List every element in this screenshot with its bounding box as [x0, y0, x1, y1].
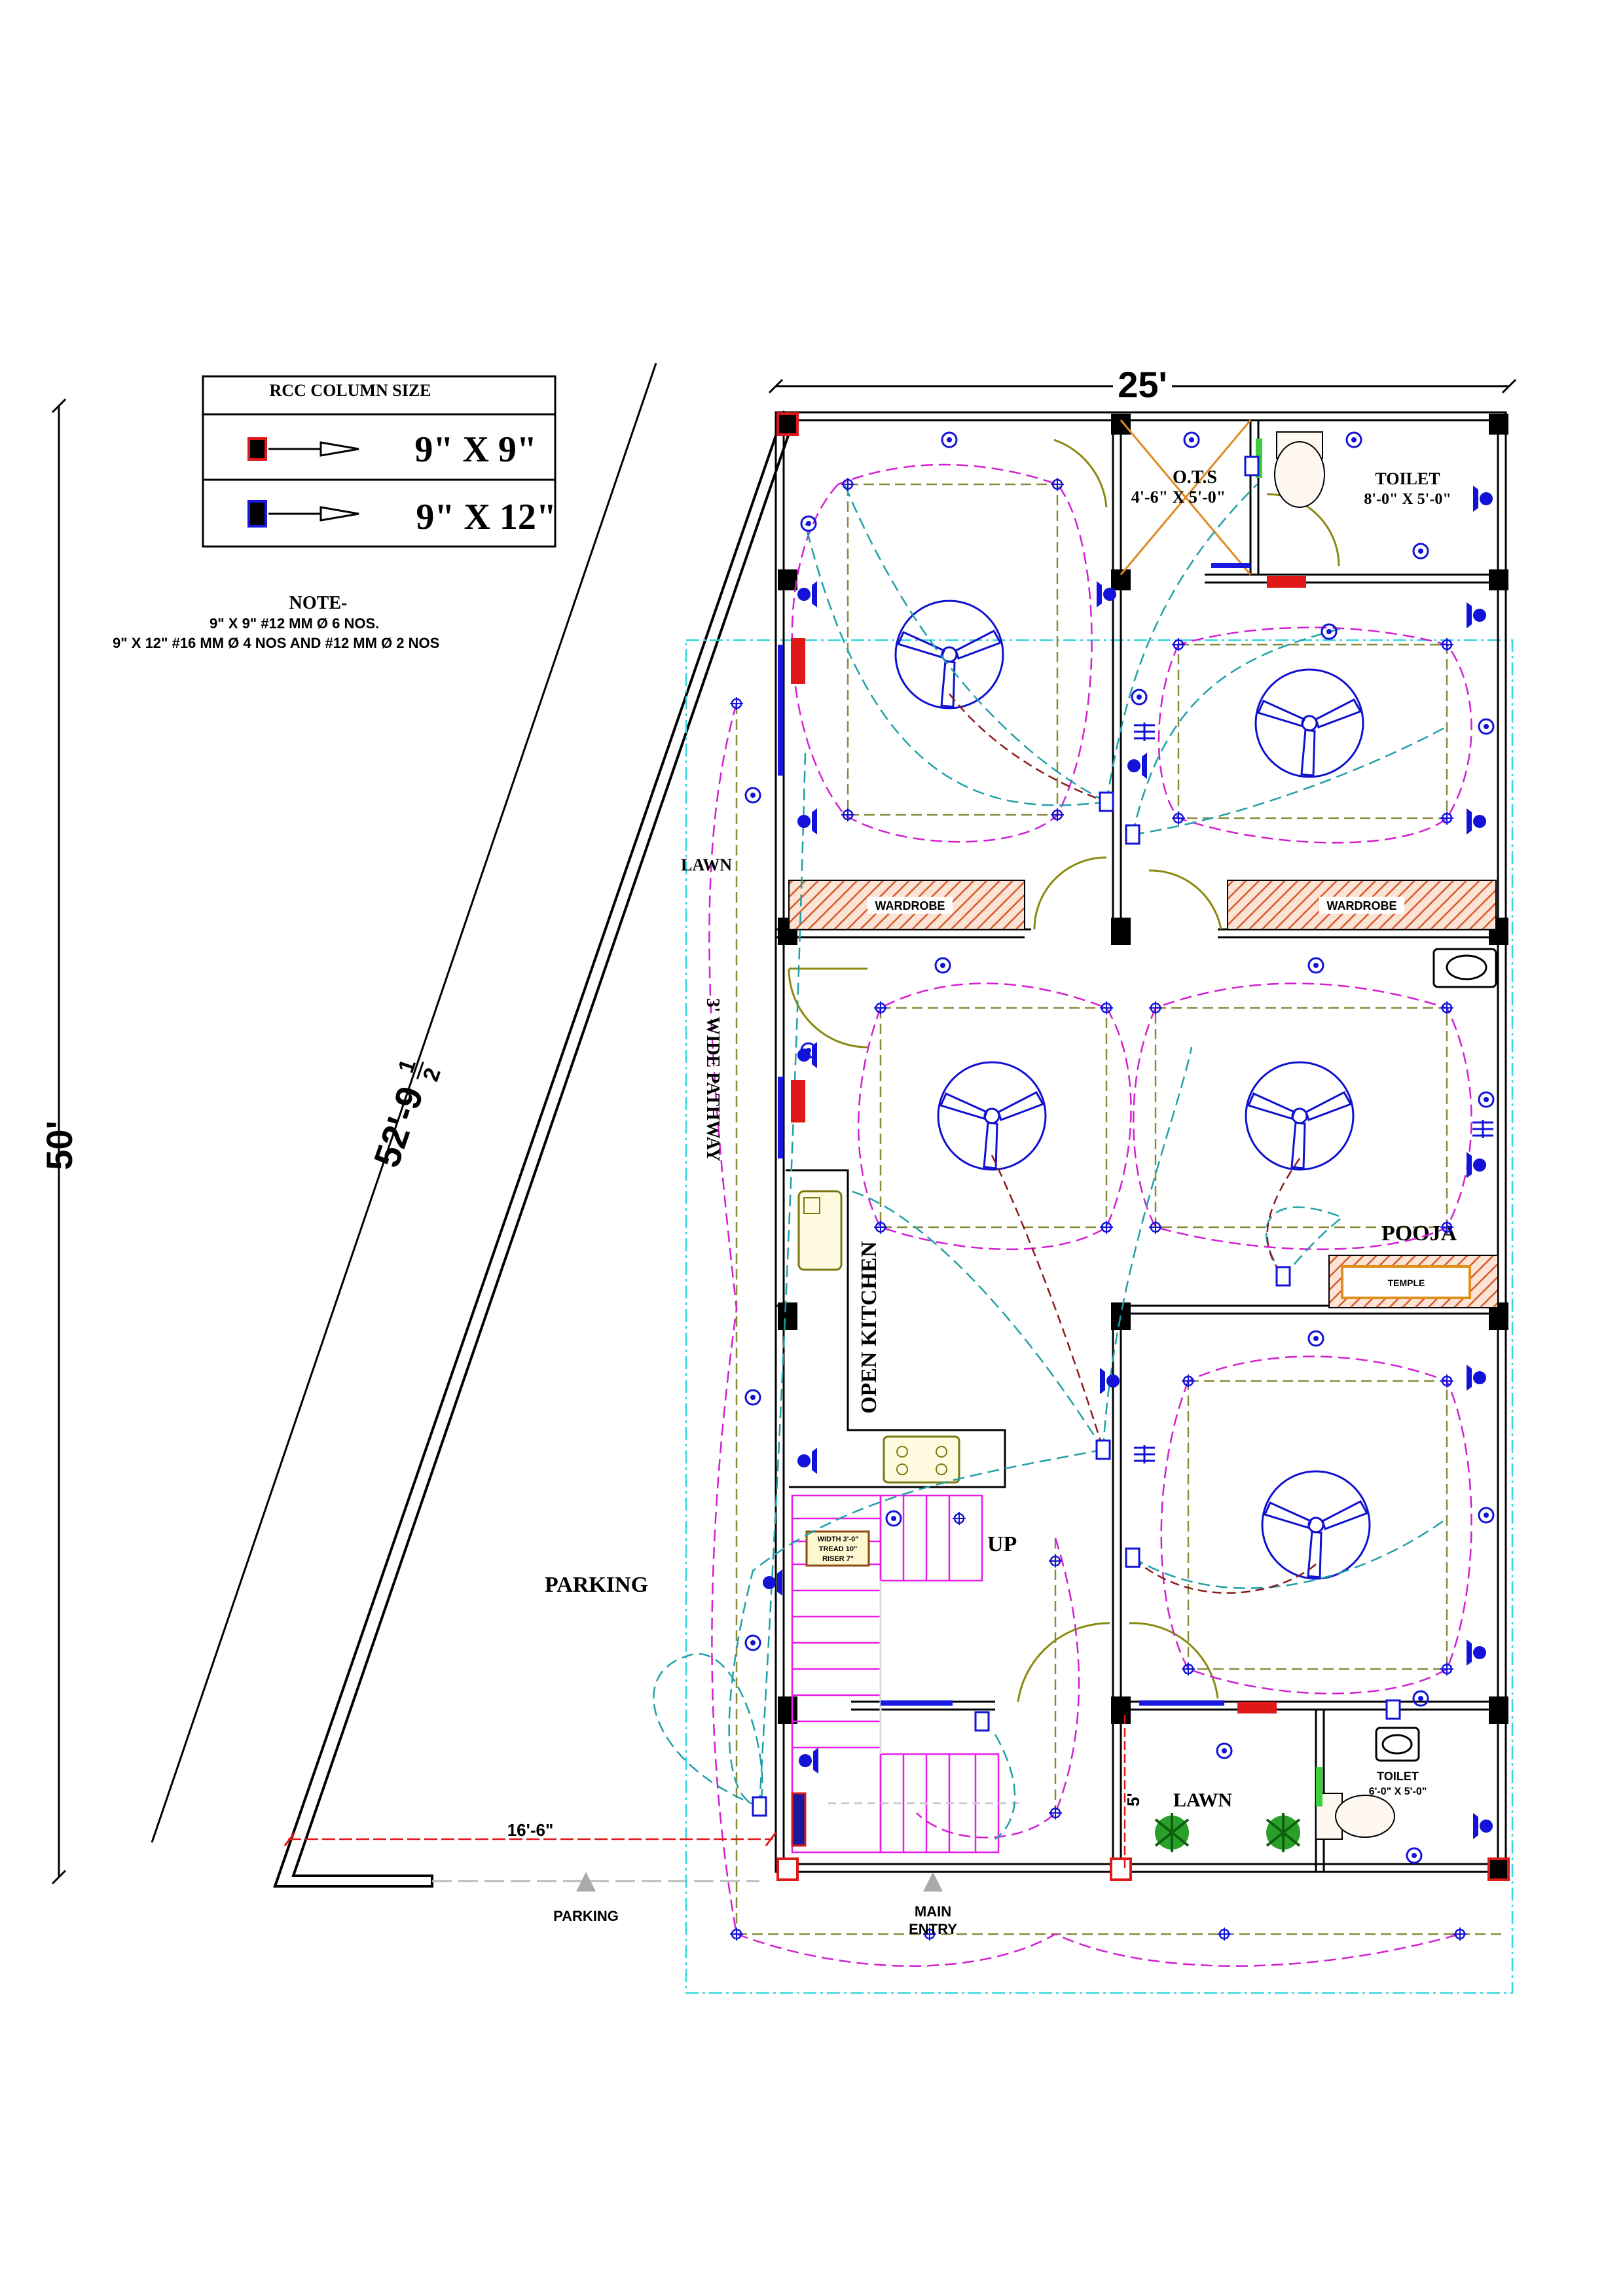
dim-diagonal-frac-den: 2 [418, 1065, 446, 1085]
ceiling-fan-icon [894, 600, 1004, 709]
dimension-50ft: 50' [39, 398, 80, 1885]
note-title: NOTE- [289, 593, 348, 613]
power-sockets [1133, 721, 1495, 1465]
arrow-up-icon [923, 1872, 943, 1892]
column-swatch-9x12 [247, 500, 267, 528]
wardrobe-right: WARDROBE [1227, 880, 1497, 930]
main-entry-label-2: ENTRY [909, 1921, 957, 1937]
pathway-label: 3' WIDE PATHWAY [702, 998, 723, 1161]
open-kitchen-label: OPEN KITCHEN [857, 1241, 881, 1414]
ots-shaft: O.T.S 4'-6" X 5'-0" [1120, 420, 1252, 575]
site-boundary [685, 639, 1514, 1994]
parking-entry-marker: PARKING [553, 1872, 619, 1924]
toilet-2: TOILET 6'-0" X 5'-0" [1315, 1767, 1427, 1840]
wardrobe-right-label: WARDROBE [1327, 899, 1397, 912]
ots-label: O.T.S [1173, 467, 1217, 488]
pooja-label: POOJA [1381, 1221, 1457, 1246]
wardrobe-left: WARDROBE [788, 880, 1025, 930]
setback-label: 16'-6" [507, 1820, 554, 1840]
wall-lights [763, 486, 1493, 1839]
stair-note-tread: TREAD 10" [819, 1545, 857, 1553]
ceiling-fan-icon [1254, 668, 1364, 778]
wash-basin [1375, 948, 1497, 1762]
front-gap-dimension: 5' [1123, 1715, 1143, 1869]
switchboard-icon [1385, 1699, 1401, 1720]
note-line-1: 9" X 9" #12 MM Ø 6 NOS. [210, 615, 379, 632]
ceiling-fan-icon [1261, 1470, 1371, 1580]
lawn-side-label: LAWN [681, 855, 732, 874]
ac-unit-icon [778, 563, 1306, 1713]
dimension-diagonal: 52'-9 1 2 [151, 363, 657, 1843]
lawn-plants [1154, 1813, 1301, 1852]
legend-title: RCC COLUMN SIZE [269, 381, 431, 400]
dimension-25ft: 25' [768, 364, 1517, 405]
lawn-front-label: LAWN [1173, 1789, 1232, 1811]
switchboard-icon [752, 1796, 767, 1817]
slanted-plot-edge [273, 410, 795, 1888]
dim-diagonal-label: 52'-9 [365, 1081, 431, 1172]
dim-50ft-label: 50' [39, 1121, 80, 1170]
wardrobe-left-label: WARDROBE [875, 899, 945, 912]
front-gap-label: 5' [1123, 1793, 1143, 1806]
stair-up-label: UP [987, 1532, 1017, 1556]
toilet1-size: 8'-0" X 5'-0" [1364, 491, 1451, 508]
switchboard-icon [1125, 1547, 1140, 1568]
rcc-column-legend: RCC COLUMN SIZE 9" X 9" 9" X 12" [202, 375, 556, 548]
temple-label: TEMPLE [1388, 1278, 1425, 1288]
legend-size-9x12: 9" X 12" [416, 497, 556, 537]
main-entry-marker: MAIN ENTRY [909, 1872, 957, 1937]
building-walls [775, 411, 1507, 1873]
pooja-temple: TEMPLE POOJA [1328, 1221, 1499, 1308]
switchboard-icon [1095, 1439, 1111, 1460]
toilet2-size: 6'-0" X 5'-0" [1369, 1786, 1427, 1797]
ceiling-fan-icon [1245, 1061, 1355, 1171]
switchboard-icon [1125, 824, 1140, 845]
parking-entry-label: PARKING [553, 1908, 619, 1924]
light-points [744, 431, 1495, 1864]
dim-diagonal-frac-num: 1 [393, 1056, 421, 1076]
ots-size: 4'-6" X 5'-0" [1131, 488, 1226, 507]
dim-25ft-label: 25' [1118, 364, 1167, 405]
ceiling-outlines [847, 483, 1448, 1813]
switchboard-icon [974, 1711, 990, 1732]
switchboard-icon [1099, 791, 1114, 812]
switchboard-icon [1275, 1266, 1291, 1287]
note-line-2: 9" X 12" #16 MM Ø 4 NOS AND #12 MM Ø 2 N… [113, 635, 439, 651]
main-entry-label-1: MAIN [915, 1903, 951, 1920]
compound-wall [735, 704, 1506, 1935]
toilet1-label: TOILET [1375, 469, 1440, 488]
legend-size-9x9: 9" X 9" [414, 429, 537, 470]
staircase: WIDTH 3'-0" TREAD 10" RISER 7" UP [791, 1494, 1021, 1854]
arrow-up-icon [576, 1872, 596, 1892]
door-swings [788, 439, 1340, 1702]
setback-dimension: 16'-6" [283, 1820, 777, 1846]
wiring-layout [653, 463, 1472, 1967]
toilet-1: TOILET 8'-0" X 5'-0" [1256, 431, 1451, 508]
rebar-note: NOTE- 9" X 9" #12 MM Ø 6 NOS. 9" X 12" #… [113, 593, 439, 651]
toilet2-label: TOILET [1377, 1770, 1419, 1783]
column-swatch-9x9 [247, 437, 267, 461]
parking-label: PARKING [545, 1573, 648, 1597]
ceiling-fan-icon [937, 1061, 1047, 1171]
open-kitchen: OPEN KITCHEN [786, 1169, 1006, 1488]
switchboard-icon [1244, 456, 1260, 476]
rcc-columns [776, 412, 1510, 1881]
stair-note-riser: RISER 7" [822, 1555, 854, 1563]
arrow-icon [319, 441, 359, 457]
arrow-icon [319, 506, 359, 522]
stair-note-width: WIDTH 3'-0" [818, 1535, 859, 1543]
